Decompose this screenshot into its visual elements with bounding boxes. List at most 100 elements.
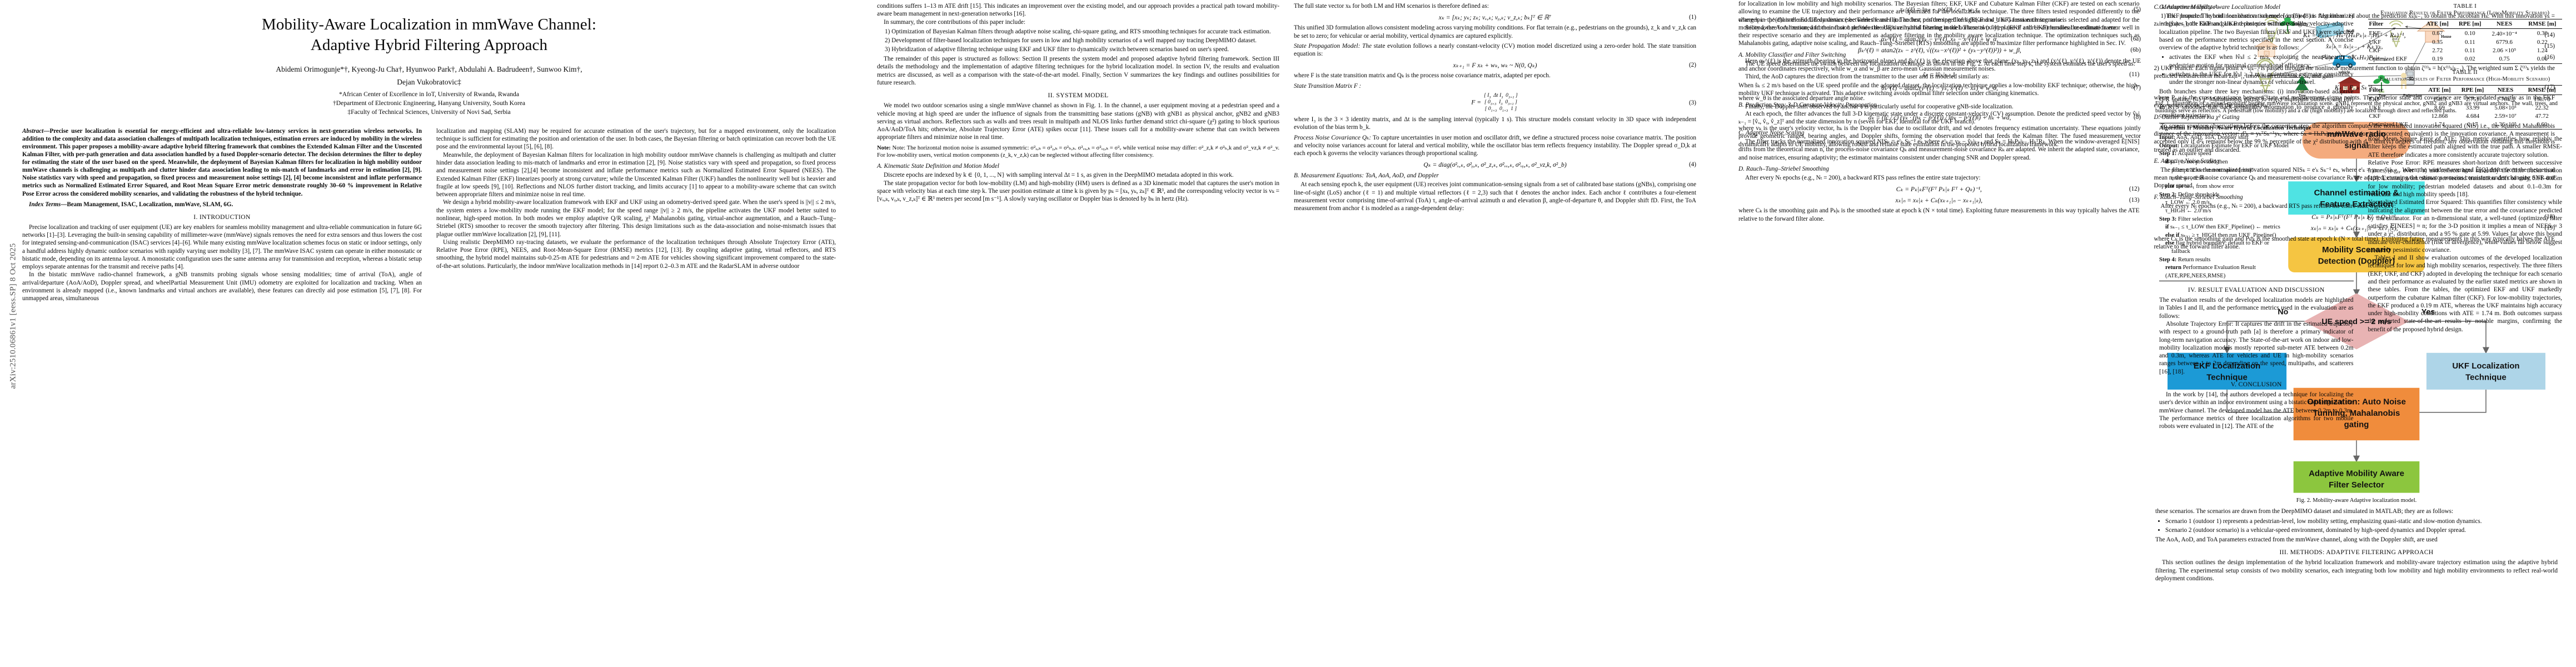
tree-label-2: Tree [2378, 93, 2385, 98]
paragraph: At each epoch, the filter advances the f… [1738, 110, 2140, 125]
equation-4: Qₖ = diag(σ²ₓ,ₖ, σ²ᵧ,ₖ, σ²_z,ₖ, σ²ᵥₓ,ₖ, … [1294, 160, 1696, 168]
house-label: House [2441, 34, 2452, 39]
table-cell: 0.75 [2486, 54, 2523, 64]
equation-3: F = [ I3 Δt I3 03×1 ] [ 03×3 I3 03×1 ] [… [1294, 92, 1696, 113]
flowchart-svg: mmWave radio signal Channel estimation &… [2168, 122, 2545, 493]
table-2-header: ATE [m] [2423, 85, 2457, 96]
list-item: Scenario 2 (outdoor scenario) is a vehic… [2165, 526, 2558, 534]
algorithm-line: prompt "Enter current speed [m/s]" [2171, 167, 2254, 173]
table-cell: 2.06 ×10⁵ [2492, 47, 2517, 54]
equation-6b: βₖ^(ℓ) = atan2(zₖ − z^(ℓ), √((xₖ−x^(ℓ))²… [1738, 46, 2141, 54]
equation-body: βₖ^(ℓ) = atan2(zₖ − z^(ℓ), √((xₖ−x^(ℓ))²… [1858, 47, 2021, 54]
subsection-heading-rts-smoothing: D. Rauch–Tung–Striebel Smoothing [1738, 165, 1829, 172]
paragraph: At each sensing epoch k, the user equipm… [1294, 181, 1696, 212]
gnb1-label: gNB1 [2262, 95, 2269, 98]
authors-line-2: Dejan Vukobratovic‡ [397, 78, 461, 87]
table-cell: 4.684 [2465, 113, 2480, 120]
section-heading-conclusion: V. CONCLUSION [2230, 380, 2282, 388]
two-column-body-tail: G. Adaptive Mobility-Aware Localization … [2154, 0, 2568, 430]
table-1-header: RMSE [m] [2522, 19, 2562, 29]
tree-icon-1 [2295, 76, 2309, 93]
subsection-heading-adaptive-noise-scaling: E. Adaptive Noise Scaling [2154, 157, 2220, 165]
equation-body: dₖ = (fc / c) (vₖ · (pₖ − p^(ℓ)) / ‖pₖ −… [1868, 114, 2011, 122]
equation-body: xₖ|ₙ = xₖ|ₖ + Cₖ(xₖ₊₁|ₙ − xₖ₊₁|ₖ), [2310, 225, 2398, 232]
table-cell: 47.72 [2535, 113, 2549, 120]
column-5: τₖ^(ℓ) = ‖pₖ − p^(ℓ)‖ / c + w_τ, (5) whe… [1738, 2, 2141, 583]
flow-branch-yes-label: Yes [2421, 307, 2435, 316]
paragraph: localization and mapping (SLAM) may be r… [436, 127, 836, 151]
scenario-list: Scenario 1 (outdoor 1) represents a pede… [2155, 517, 2558, 534]
flow-branch-no-label: No [2278, 307, 2288, 316]
paragraph: where I₃ is the 3 × 3 identity matrix, a… [1294, 116, 1696, 131]
paragraph: The AoA, AoD, and ToA parameters extract… [2155, 536, 2438, 543]
list-item: 1) Optimization of Bayesian Kalman filte… [885, 28, 1271, 35]
table-cell: 0.35 [2432, 39, 2443, 46]
title-line-2: Adaptive Hybrid Filtering Approach [310, 36, 548, 54]
equation-number: (2) [1688, 61, 1696, 68]
wall-icon [2315, 22, 2344, 38]
table-2-header: Filter [2368, 85, 2423, 96]
two-column-body: conditions suffers 1–13 m ATE drift [15]… [867, 0, 1706, 213]
paragraph: where vₖ is the user's velocity vector, … [1738, 125, 2141, 148]
equation-number: (7) [2133, 84, 2141, 91]
paragraph: where ‖pₖ − p^(ℓ)‖ is the Euclidean dist… [1738, 17, 2065, 23]
table-2-header: NEES [2489, 85, 2522, 96]
equation-number: (14) [2544, 32, 2555, 39]
table-cell: 2.751 [2465, 96, 2480, 103]
equation-body: Cₖ = Pₖ|ₖFᵀ(Fᵀ Pₖ|ₖ Fᵀ + Qₖ)⁻¹, [2311, 213, 2398, 221]
flow-opt-label-2: Tunning, Mahalanobis [2313, 409, 2400, 418]
paragraph: The state propagation vector for both lo… [877, 180, 1279, 203]
table-cell: 0.30 [2537, 30, 2548, 37]
table-cell: 2.40×10⁻⁴ [2492, 30, 2517, 37]
equation-5: τₖ^(ℓ) = ‖pₖ − p^(ℓ)‖ / c + w_τ, (5) [1738, 5, 2141, 13]
paragraph: where Pₓ,ₖ is the cross-covariance betwe… [2154, 94, 2555, 109]
column-7: for localization in low mobility and hig… [1738, 0, 2140, 251]
equation-15: x̂ₖ|ₖ = x̂ₖ|ₖ₋₁ + Kₖ yₖ, (15) [2154, 42, 2555, 51]
equation-body: Kₖ = Pₓ,ₖ Sₖ⁻¹, [2334, 83, 2374, 91]
index-terms: Index Terms—Beam Management, ISAC, Local… [22, 201, 422, 208]
flow-mobility-label-1: Mobility Scenario [2322, 245, 2391, 255]
equation-number: (13) [2129, 196, 2140, 203]
paragraph: for localization in low mobility and hig… [1738, 1, 2140, 47]
equation-body: τₖ^(ℓ) = ‖pₖ − p^(ℓ)‖ / c + w_τ, [1900, 6, 1980, 13]
list-item: activates the EKF when ‖v̂ₖ‖ ≤ 2 m/s, ex… [2169, 53, 2354, 69]
algorithm-footer-rule [2159, 280, 2354, 282]
paragraph: State Propagation Model: The state evolu… [1294, 42, 1696, 58]
table-cell: 0.11 [2464, 39, 2475, 46]
paragraph: Here αₖ^(ℓ) is the azimuth (bearing in t… [1738, 57, 2141, 72]
equation-body: θₖ^(ℓ) = atan2(y^(ℓ) − yₖ, x^(ℓ) − xₖ) +… [1881, 84, 1998, 92]
table-1-caption: Evaluation Results of Filter Performance… [2380, 10, 2550, 16]
algorithm-line: Step 3: Filter selection [2159, 216, 2213, 222]
figure-1-caption: Fig. 1. Illustration of a mixed-mobility… [2155, 101, 2558, 114]
table-cell: Optimized UKF [2368, 120, 2423, 130]
algorithm-line: Step 2: Define thresholds [2159, 191, 2220, 198]
abstract-label: Abstract [22, 127, 44, 135]
algorithm-line: if sₖ₋₁ is not provided then [2165, 159, 2228, 166]
paragraph: 1) EKF branch: The nonlinear observation… [2154, 13, 2555, 28]
column-3: conditions suffers 1–13 m ATE drift [15]… [877, 2, 1279, 213]
equation-number: (11) [2129, 71, 2140, 78]
process-noise-text: To capture uncertainties in user motion … [1294, 134, 1696, 157]
equation-body: x̂ₖ|ₖ = x̂ₖ|ₖ₋₁ + Kₖ yₖ, [2326, 43, 2383, 51]
table-cell: 6779.6 [2496, 39, 2513, 46]
tail-columns: G. Adaptive Mobility-Aware Localization … [2154, 0, 2568, 667]
equation-number: (6a) [2130, 36, 2141, 43]
paper-sheet-cols-7-8: for localization in low mobility and hig… [1728, 0, 2565, 667]
state-propagation-label: State Propagation Model: The [1294, 42, 1372, 49]
subsection-heading-outlier-rejection: D. Outlier Rejection via χ² Gating [2154, 113, 2240, 121]
flow-node-optimization: Optimization: Auto Noise Tunning, Mahala… [2293, 387, 2420, 440]
table-cell: UKF [2369, 39, 2381, 46]
algorithm-line: else flag hybrid boundary; default to EK… [2165, 240, 2269, 247]
table-cell: 0.19 [2421, 54, 2454, 64]
gnb2-tower [2264, 17, 2279, 44]
figure-2: mmWave radio signal Channel estimation &… [2155, 118, 2558, 505]
vehicle-icon [2333, 56, 2356, 68]
paragraph: these scenarios. The scenarios are drawn… [2155, 508, 2454, 515]
equation-number: (6b) [2130, 47, 2141, 54]
table-cell: 1 704.3 [2496, 96, 2515, 103]
affiliation-1: *African Center of Excellence in IoT, Un… [339, 90, 519, 98]
paragraph: The filter tracks the normalized innovat… [1738, 138, 2140, 161]
